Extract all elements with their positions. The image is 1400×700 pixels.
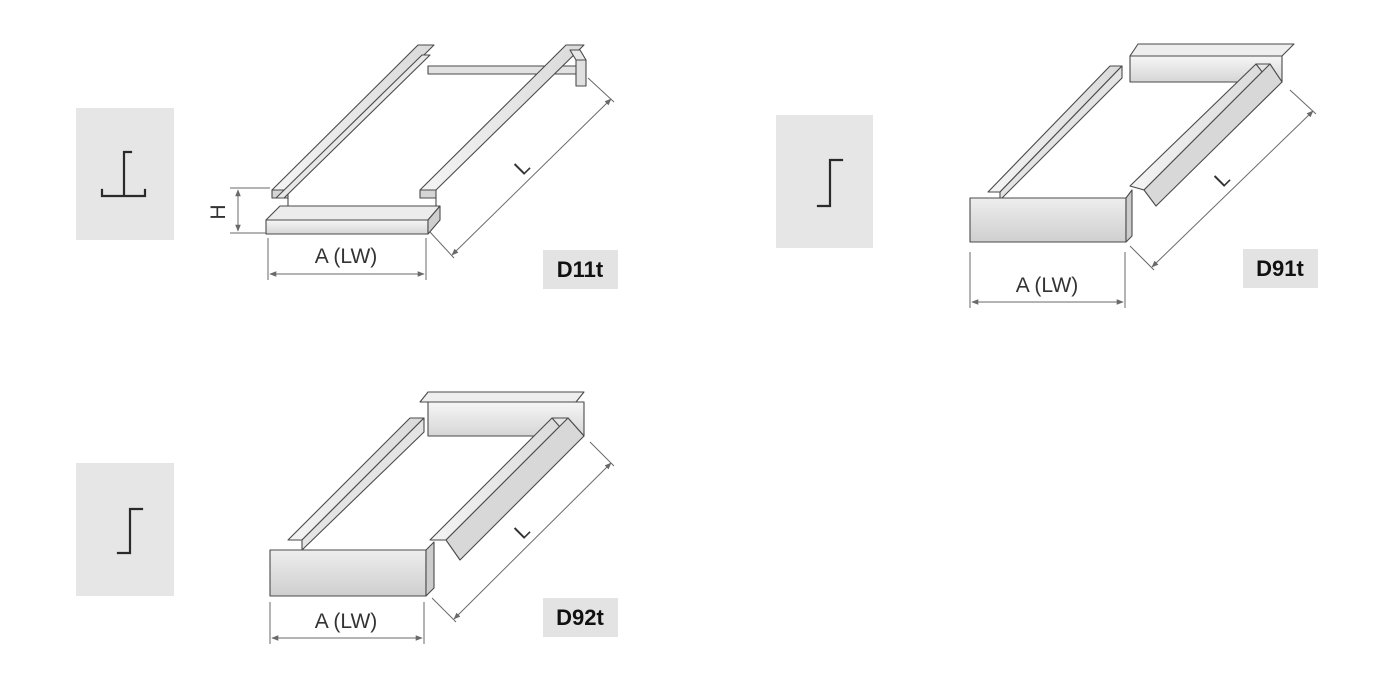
diagram-d11t: H A (LW) L D11t [76, 44, 618, 289]
code-label-d92t: D92t [556, 605, 604, 630]
diagram-d91t: A (LW) L D91t [776, 43, 1318, 308]
dimension-h-d11t: H [207, 187, 270, 234]
frame-drawing-d92t [269, 391, 585, 597]
length-label-d11t: L [510, 155, 535, 180]
profile-icon-box-d11t [76, 108, 174, 240]
height-label-d11t: H [207, 204, 230, 219]
code-label-d91t: D91t [1256, 256, 1304, 281]
dimension-a-d92t: A (LW) [269, 602, 425, 644]
frame-drawing-d91t [969, 43, 1295, 243]
width-label-d11t: A (LW) [315, 245, 378, 268]
width-label-d91t: A (LW) [1016, 274, 1079, 297]
frame-drawing-d11t [265, 44, 587, 235]
code-badge-d92t: D92t [543, 598, 618, 637]
j-profile-icon [816, 158, 844, 208]
width-label-d92t: A (LW) [315, 610, 378, 633]
profile-icon-box-d91t [776, 115, 873, 248]
t-profile-icon [100, 150, 147, 198]
length-label-d91t: L [1210, 167, 1235, 192]
dimension-a-d11t: A (LW) [267, 238, 427, 280]
dimension-l-d92t: L [431, 441, 615, 623]
code-label-d11t: D11t [557, 257, 604, 282]
dimension-a-d91t: A (LW) [969, 252, 1126, 308]
length-label-d92t: L [510, 519, 535, 544]
diagram-d92t: A (LW) L D92t [76, 391, 618, 644]
j-profile-icon [116, 507, 144, 555]
code-badge-d91t: D91t [1243, 249, 1318, 288]
profile-icon-box-d92t [76, 463, 174, 596]
code-badge-d11t: D11t [543, 250, 618, 289]
